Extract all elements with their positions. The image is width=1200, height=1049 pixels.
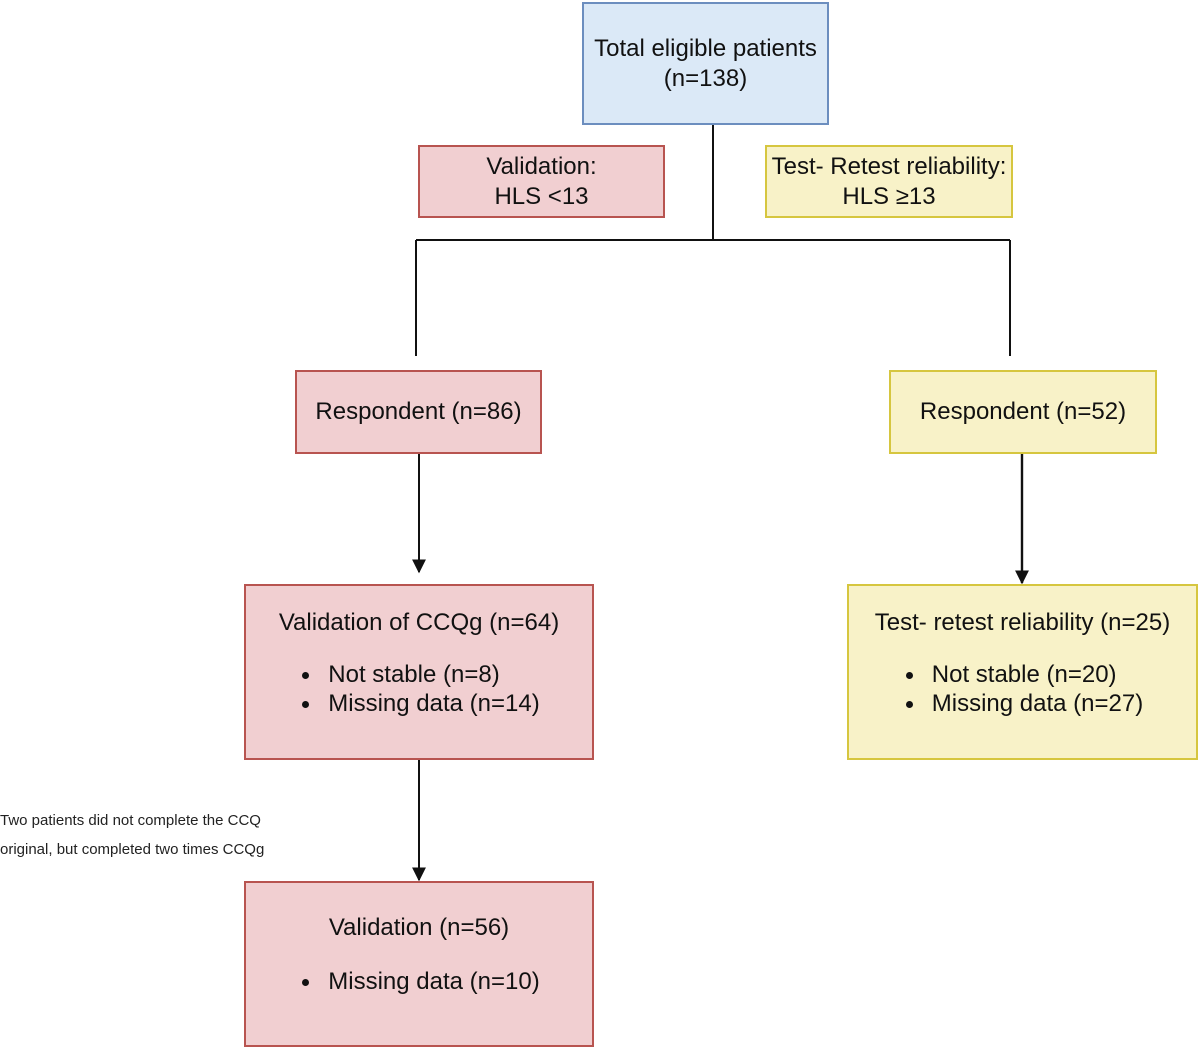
retest-reliability-list: Not stable (n=20) Missing data (n=27) [902,660,1143,718]
bullet-icon [302,672,310,679]
retest-reliability-box: Test- retest reliability (n=25) Not stab… [847,584,1198,760]
list-item: Not stable (n=20) [902,660,1143,689]
retest-criterion-box: Test- Retest reliability: HLS ≥13 [765,145,1013,218]
validation-ccqg-list: Not stable (n=8) Missing data (n=14) [298,660,540,718]
list-item: Missing data (n=27) [902,689,1143,718]
total-eligible-label: Total eligible patients [594,34,817,62]
respondent-right-label: Respondent (n=52) [919,398,1127,425]
validation-criterion-threshold: HLS <13 [494,182,589,210]
list-item: Missing data (n=14) [298,689,540,718]
validation-ccqg-title: Validation of CCQg (n=64) [278,609,560,636]
retest-criterion-threshold: HLS ≥13 [842,182,936,210]
validation-final-title: Validation (n=56) [328,914,510,941]
total-eligible-count: (n=138) [663,64,748,92]
retest-criterion-label: Test- Retest reliability: [771,152,1007,180]
validation-criterion-box: Validation: HLS <13 [418,145,665,218]
validation-final-box: Validation (n=56) Missing data (n=10) [244,881,594,1047]
retest-reliability-title: Test- retest reliability (n=25) [874,609,1171,636]
list-item: Missing data (n=10) [298,967,540,996]
side-note-line-2: original, but completed two times CCQg [0,841,265,858]
respondent-left-label: Respondent (n=86) [315,398,522,425]
validation-final-list: Missing data (n=10) [298,967,540,996]
list-item: Not stable (n=8) [298,660,539,689]
bullet-icon [905,701,913,708]
bullet-icon [302,701,310,708]
side-note: Two patients did not complete the CCQ or… [0,806,310,864]
respondent-left-box: Respondent (n=86) [295,370,542,454]
respondent-right-box: Respondent (n=52) [889,370,1157,454]
bullet-icon [302,979,310,986]
total-eligible-box: Total eligible patients (n=138) [582,2,829,125]
validation-ccqg-box: Validation of CCQg (n=64) Not stable (n=… [244,584,594,760]
validation-criterion-label: Validation: [486,152,597,180]
side-note-line-1: Two patients did not complete the CCQ [0,812,261,829]
bullet-icon [905,672,913,679]
